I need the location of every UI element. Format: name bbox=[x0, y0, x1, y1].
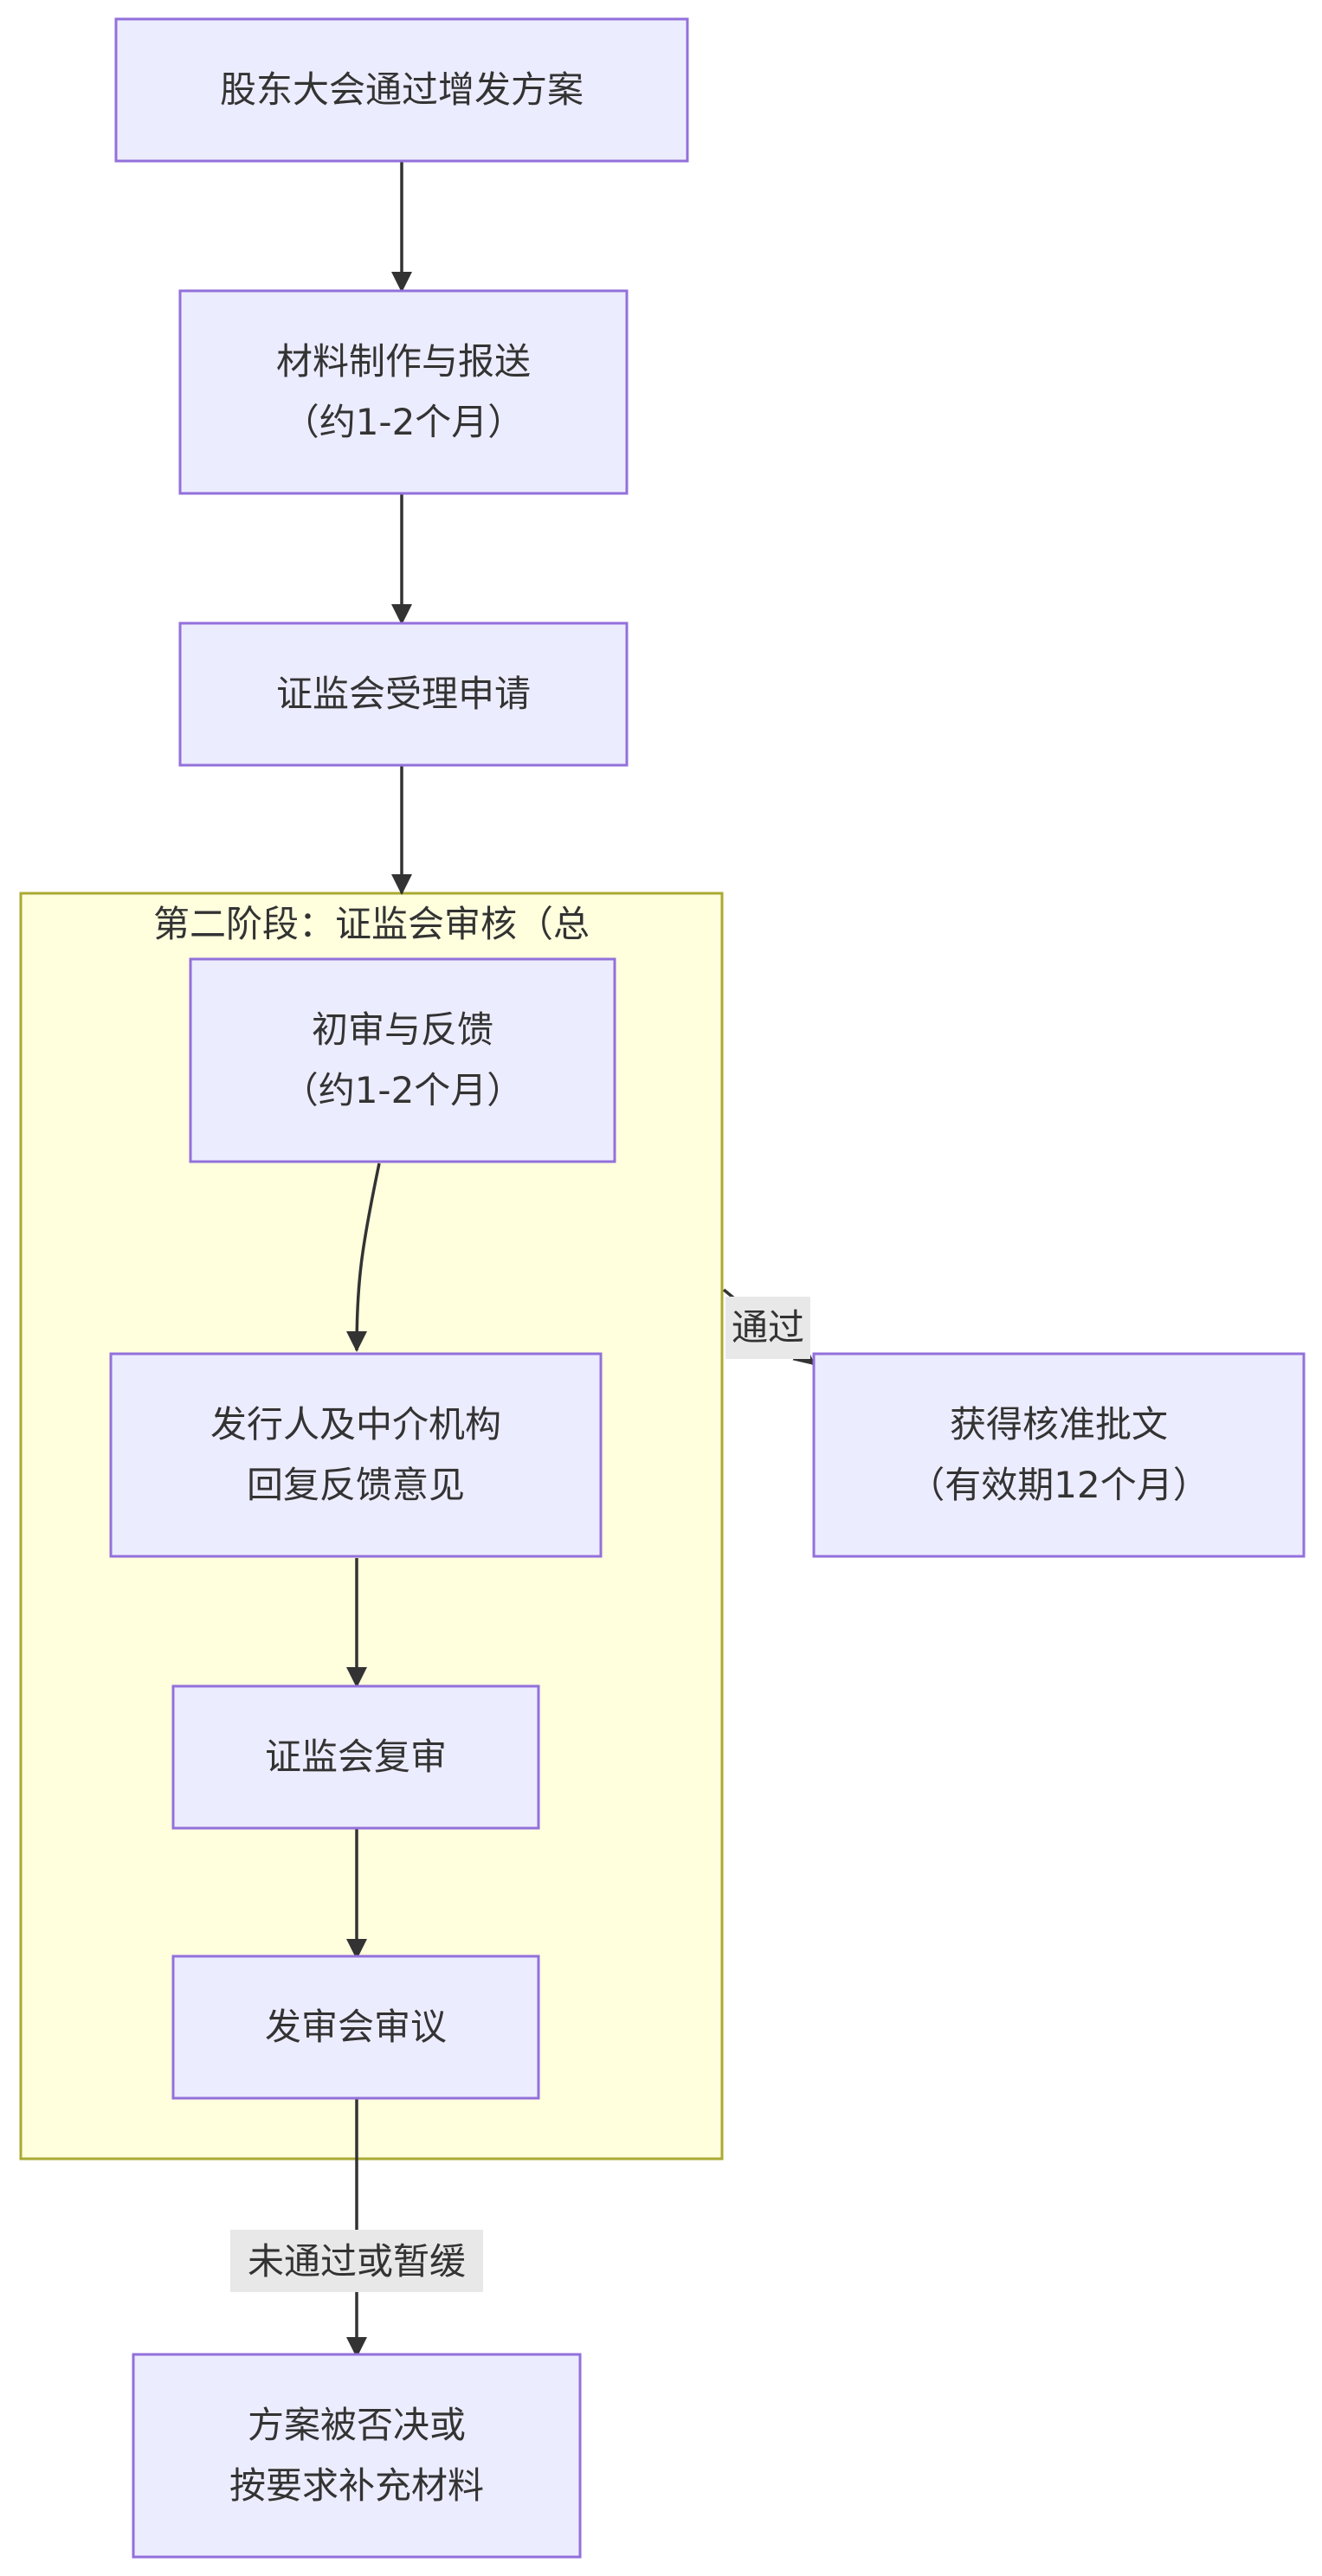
cluster-title: 第二阶段：证监会审核（总 bbox=[153, 903, 590, 945]
edge-label-approved-text: 通过 bbox=[732, 1306, 804, 1349]
node-csrc-acceptance: 证监会受理申请 bbox=[178, 621, 629, 767]
node-feedback-reply-line-2: 回复反馈意见 bbox=[247, 1464, 465, 1506]
node-approval-document-line-2: （有效期12个月） bbox=[908, 1464, 1209, 1506]
node-shareholder-approval-line-1: 股东大会通过增发方案 bbox=[220, 68, 584, 111]
edge-label-rejected: 未通过或暂缓 bbox=[230, 2230, 483, 2292]
node-issuance-committee-line-1: 发审会审议 bbox=[265, 2006, 447, 2048]
node-material-preparation-line-2: （约1-2个月） bbox=[283, 401, 525, 443]
node-issuance-committee: 发审会审议 bbox=[171, 1955, 540, 2100]
node-approval-document-line-1: 获得核准批文 bbox=[950, 1403, 1168, 1446]
node-initial-review-line-1: 初审与反馈 bbox=[312, 1008, 493, 1051]
node-plan-rejected-line-1: 方案被否决或 bbox=[248, 2404, 466, 2446]
node-initial-review-line-2: （约1-2个月） bbox=[282, 1069, 524, 1111]
node-shareholder-approval: 股东大会通过增发方案 bbox=[114, 17, 689, 163]
node-approval-document: 获得核准批文 （有效期12个月） bbox=[812, 1352, 1306, 1558]
edge-label-rejected-text: 未通过或暂缓 bbox=[248, 2240, 466, 2283]
node-material-preparation-line-1: 材料制作与报送 bbox=[276, 340, 531, 383]
node-plan-rejected: 方案被否决或 按要求补充材料 bbox=[132, 2353, 582, 2559]
node-csrc-re-review: 证监会复审 bbox=[171, 1684, 540, 1830]
node-plan-rejected-line-2: 按要求补充材料 bbox=[229, 2464, 484, 2507]
node-feedback-reply-line-1: 发行人及中介机构 bbox=[210, 1403, 501, 1446]
node-csrc-acceptance-line-1: 证监会受理申请 bbox=[276, 673, 531, 715]
node-feedback-reply: 发行人及中介机构 回复反馈意见 bbox=[109, 1352, 603, 1558]
node-initial-review: 初审与反馈 （约1-2个月） bbox=[189, 957, 616, 1163]
node-csrc-re-review-line-1: 证监会复审 bbox=[265, 1736, 447, 1778]
node-material-preparation: 材料制作与报送 （约1-2个月） bbox=[178, 289, 629, 495]
edge-label-approved: 通过 bbox=[725, 1297, 810, 1359]
edge-n4-n5 bbox=[346, 1162, 381, 1352]
